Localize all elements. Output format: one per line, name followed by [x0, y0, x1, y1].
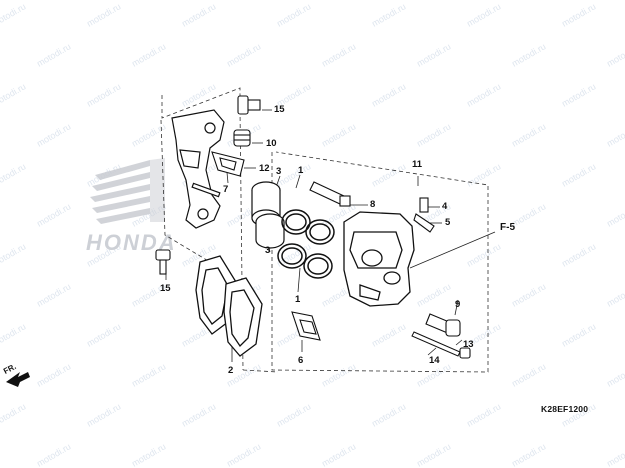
diagram-code-label: K28EF1200 — [541, 404, 589, 414]
callout-2: 2 — [228, 365, 234, 376]
bleeder-valve — [413, 197, 435, 233]
brake-pads — [195, 255, 263, 357]
bolt-top — [237, 95, 261, 115]
callout-13: 13 — [463, 339, 474, 350]
callout-6: 6 — [298, 355, 304, 366]
callout-8: 8 — [370, 199, 376, 210]
piston-seals — [277, 209, 335, 279]
caliper-bracket — [171, 109, 225, 229]
pad-spring — [211, 151, 245, 177]
callout-15-bottom: 15 — [160, 283, 171, 294]
callout-10: 10 — [266, 138, 277, 149]
callout-15-top: 15 — [274, 104, 285, 115]
callout-14: 14 — [429, 355, 440, 366]
honda-logo — [90, 158, 165, 224]
boot — [233, 129, 251, 147]
caliper-pin — [425, 313, 461, 337]
pistons — [251, 181, 285, 249]
callout-3-top: 3 — [276, 166, 282, 177]
bolt-bottom — [155, 249, 171, 275]
assembly-outline — [160, 87, 489, 373]
callout-7: 7 — [223, 184, 229, 195]
callout-4: 4 — [442, 201, 448, 212]
callout-12: 12 — [259, 163, 270, 174]
callout-11: 11 — [412, 159, 423, 170]
pin-plug — [459, 347, 471, 359]
callout-5: 5 — [445, 217, 451, 228]
section-reference-label: F-5 — [500, 222, 515, 233]
callout-1-mid: 1 — [295, 294, 301, 305]
caliper-body — [343, 211, 415, 307]
callout-1-top: 1 — [298, 165, 304, 176]
bracket-pin — [191, 182, 221, 198]
pad-retainer — [291, 311, 321, 341]
pad-pin — [411, 331, 461, 357]
callout-3-mid: 3 — [265, 245, 271, 256]
front-arrow — [6, 372, 30, 387]
callout-9: 9 — [455, 299, 461, 310]
slide-pin — [309, 181, 351, 207]
